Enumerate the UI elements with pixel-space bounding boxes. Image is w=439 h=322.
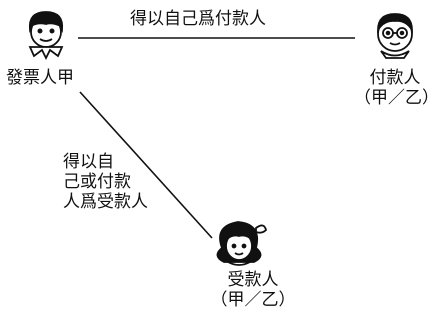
edge-label-drawer-payer: 得以自己爲付款人 — [130, 9, 266, 29]
payer-woman-glasses-icon — [377, 13, 413, 59]
node-payer: 付款人 （甲／乙） — [354, 68, 439, 108]
node-sub-payer: （甲／乙） — [354, 88, 439, 108]
node-sub-payee: （甲／乙） — [210, 290, 296, 310]
node-payee: 受款人 （甲／乙） — [205, 270, 301, 310]
node-label-drawer: 發票人甲 — [6, 68, 74, 88]
node-label-payer: 付款人 — [369, 68, 421, 88]
edge-label-line-3: 人爲受款人 — [63, 192, 148, 212]
edge-label-line-2: 己或付款 — [63, 172, 131, 192]
line-drawer-payee — [79, 91, 213, 239]
drawer-man-icon — [28, 11, 64, 61]
node-label-payee: 受款人 — [227, 270, 279, 290]
payee-girl-icon — [216, 221, 267, 266]
edge-label-line-1: 得以自 — [63, 152, 114, 172]
edge-label-drawer-payee: 得以自 己或付款 人爲受款人 — [63, 152, 148, 212]
